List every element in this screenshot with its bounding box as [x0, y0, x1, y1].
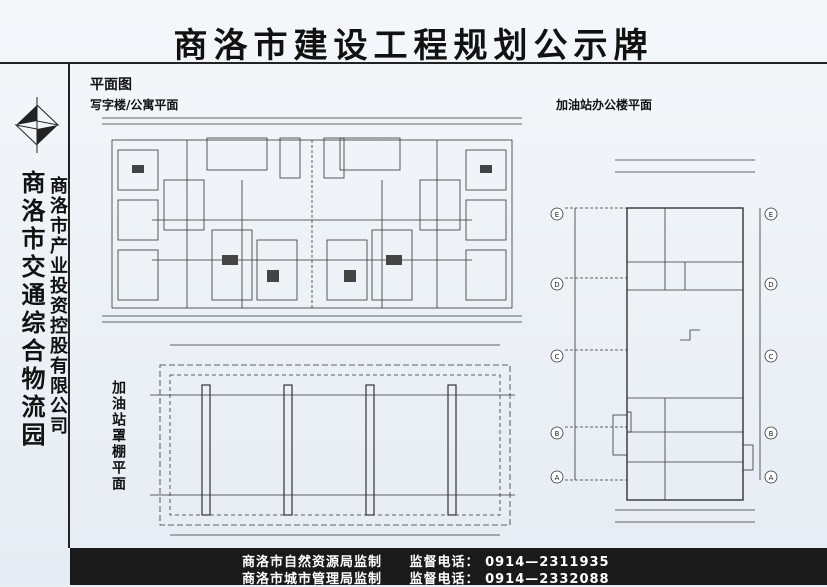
north-arrow-icon	[14, 97, 60, 153]
footer-phone-label-1: 监督电话：	[409, 555, 480, 570]
office-floor-plan	[102, 117, 522, 323]
project-name: 商洛市交通综合物流园	[17, 170, 45, 450]
axis-label: D	[768, 281, 773, 289]
footer-phone-1: 0914—2311935	[485, 555, 610, 570]
section-heading: 平面图	[90, 77, 132, 93]
axis-label: A	[555, 474, 560, 482]
footer-row-2: 商洛市城市管理局监制 监督电话： 0914—2332088	[242, 568, 610, 587]
board-title: 商洛市建设工程规划公示牌	[173, 26, 654, 66]
canopy-floor-plan	[150, 344, 515, 536]
axis-label: E	[769, 211, 773, 219]
left-divider	[68, 62, 70, 548]
footer-phone-label-2: 监督电话：	[409, 572, 480, 587]
axis-label: E	[555, 211, 559, 219]
axis-label: A	[769, 474, 774, 482]
gas-office-floor-plan: E D C B A E D C B A	[550, 159, 778, 523]
canopy-plan-title: 加油站罩棚平面	[110, 380, 126, 492]
title-divider	[0, 62, 827, 64]
gas-office-plan-title: 加油站办公楼平面	[556, 98, 653, 112]
axis-label: D	[554, 281, 559, 289]
supervision-footer: 商洛市自然资源局监制 监督电话： 0914—2311935 商洛市城市管理局监制…	[70, 548, 827, 587]
axis-label: B	[769, 430, 774, 438]
footer-org-2: 商洛市城市管理局监制	[242, 572, 383, 587]
footer-org-1: 商洛市自然资源局监制	[242, 555, 383, 570]
footer-row-1: 商洛市自然资源局监制 监督电话： 0914—2311935	[242, 551, 610, 570]
axis-label: B	[555, 430, 560, 438]
axis-label: C	[555, 353, 560, 361]
office-plan-title: 写字楼/公寓平面	[90, 98, 179, 112]
developer-name: 商洛市产业投资控股有限公司	[47, 176, 68, 436]
footer-phone-2: 0914—2332088	[485, 572, 610, 587]
axis-label: C	[769, 353, 774, 361]
